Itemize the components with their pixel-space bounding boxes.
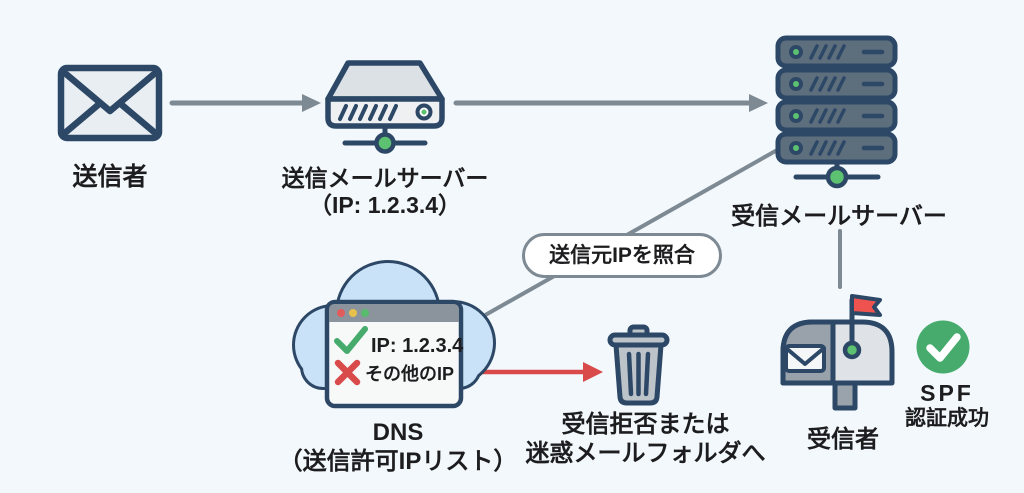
server-stack-icon bbox=[775, 35, 898, 189]
verify-ip-badge-label: 送信元IPを照合 bbox=[549, 244, 695, 267]
spf-result-label: SPF 認証成功 bbox=[905, 380, 989, 430]
mail-server-icon bbox=[325, 60, 445, 154]
verify-ip-badge: 送信元IPを照合 bbox=[522, 233, 722, 278]
dns-label: DNS （送信許可IPリスト） bbox=[278, 419, 518, 475]
envelope-icon bbox=[57, 64, 163, 142]
mailbox-icon bbox=[780, 294, 895, 411]
dns-window: IP: 1.2.3.4 その他のIP bbox=[324, 299, 464, 409]
window-titlebar bbox=[329, 304, 459, 322]
window-dot-red bbox=[337, 309, 345, 317]
sending-server-label: 送信メールサーバー （IP: 1.2.3.4） bbox=[281, 165, 489, 218]
check-icon bbox=[334, 326, 368, 354]
mailbox-envelope bbox=[784, 344, 826, 373]
arrow-sender-to-sending-server bbox=[169, 94, 321, 112]
recipient-label: 受信者 bbox=[807, 426, 879, 453]
cross-icon bbox=[334, 359, 361, 386]
reject-label: 受信拒否または 迷惑メールフォルダへ bbox=[525, 411, 766, 467]
sender-label: 送信者 bbox=[72, 163, 148, 191]
arrow-sending-to-receiving-server bbox=[453, 94, 768, 112]
trash-icon bbox=[607, 324, 670, 406]
receiving-server-label: 受信メールサーバー bbox=[731, 203, 947, 230]
window-dot-green bbox=[361, 309, 369, 317]
dns-allowed-ip-text: IP: 1.2.3.4 bbox=[371, 335, 464, 357]
window-dot-yellow bbox=[349, 309, 357, 317]
network-node bbox=[825, 165, 849, 189]
flag-icon bbox=[850, 294, 882, 317]
network-node bbox=[374, 132, 396, 154]
spf-success-check-icon bbox=[916, 320, 970, 374]
flag-pivot bbox=[842, 340, 862, 360]
server-vents bbox=[338, 104, 398, 121]
server-units bbox=[775, 35, 898, 165]
dns-other-ip-text: その他のIP bbox=[365, 363, 454, 384]
